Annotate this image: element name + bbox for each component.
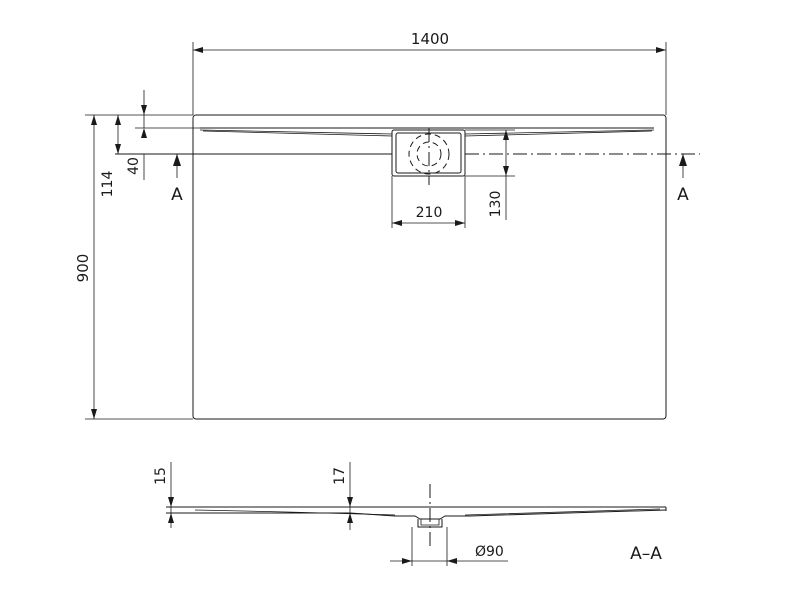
drain-offset-label: 40 bbox=[126, 157, 142, 175]
width-arrow-right bbox=[656, 47, 666, 53]
section-marker-right-arrow bbox=[679, 154, 687, 166]
drain-channel-bottom bbox=[202, 130, 653, 137]
drain-diameter-arrow-right bbox=[447, 558, 457, 564]
drain-width-arrow-left bbox=[392, 220, 402, 226]
thickness-edge-arrow-bottom bbox=[168, 513, 174, 523]
section-view: 15 17 Ø90 A–A bbox=[153, 462, 667, 566]
depth-arrow-bottom bbox=[91, 409, 97, 419]
drain-offset-arrow-bottom bbox=[141, 128, 147, 138]
drain-width-arrow-right bbox=[455, 220, 465, 226]
width-arrow-left bbox=[193, 47, 203, 53]
drain-width-label: 210 bbox=[416, 205, 443, 221]
depth-label: 900 bbox=[74, 254, 92, 283]
width-label: 1400 bbox=[411, 30, 449, 48]
tray-profile-surface bbox=[194, 508, 661, 516]
thickness-edge-label: 15 bbox=[153, 467, 169, 485]
edge-offset-arrow-top bbox=[115, 115, 121, 125]
drain-offset-arrow-top bbox=[141, 105, 147, 115]
section-marker-left-arrow bbox=[173, 154, 181, 166]
section-marker-left: A bbox=[171, 185, 183, 205]
drain-diameter-arrow-left bbox=[402, 558, 412, 564]
drain-depth-arrow-top bbox=[503, 130, 509, 140]
thickness-edge-arrow-top bbox=[168, 497, 174, 507]
edge-offset-arrow-bottom bbox=[115, 144, 121, 154]
plan-view: 1400 900 114 40 A A 210 bbox=[74, 30, 700, 420]
drain-circle-inner bbox=[416, 141, 442, 167]
thickness-mid-arrow-bottom bbox=[347, 513, 353, 523]
drain-channel-slope bbox=[199, 129, 655, 135]
section-marker-right: A bbox=[677, 185, 689, 205]
drain-depth-label: 130 bbox=[488, 191, 504, 218]
thickness-mid-arrow-top bbox=[347, 497, 353, 507]
drain-diameter-label: Ø90 bbox=[475, 544, 504, 560]
thickness-mid-label: 17 bbox=[332, 467, 348, 485]
section-label: A–A bbox=[630, 544, 662, 564]
drain-depth-arrow-bottom bbox=[503, 166, 509, 176]
edge-offset-label: 114 bbox=[100, 171, 116, 198]
drain-body-inner bbox=[420, 519, 440, 526]
depth-arrow-top bbox=[91, 115, 97, 125]
tray-outline bbox=[192, 114, 667, 420]
